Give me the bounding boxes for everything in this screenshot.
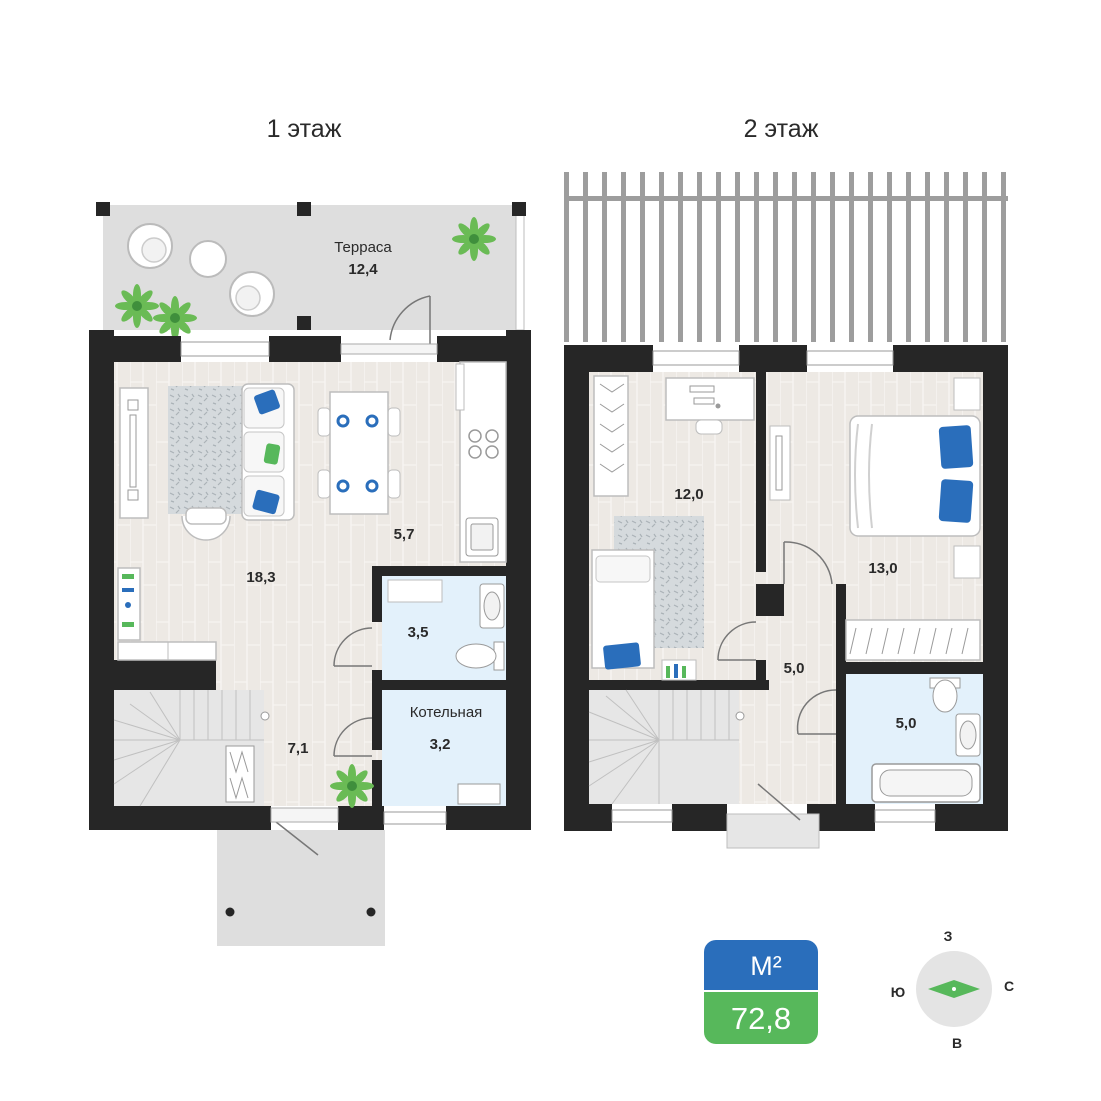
door-swing-icon — [757, 783, 801, 821]
floor-1-walls — [89, 330, 531, 830]
sink-icon — [465, 517, 499, 557]
terrace-table-icon — [189, 240, 227, 278]
bathroom-1-area: 3,5 — [408, 624, 429, 641]
bathtub-icon — [871, 763, 981, 803]
floor-2-plan — [564, 172, 1008, 849]
toilet-icon — [455, 641, 505, 671]
bedroom-1-area: 12,0 — [674, 486, 703, 503]
roof-rail — [564, 172, 1008, 342]
door-swing-icon — [389, 295, 431, 345]
bedroom-2-area: 13,0 — [868, 560, 897, 577]
boiler-room-label: Котельная — [410, 704, 483, 721]
compass-west: Ю — [891, 984, 905, 1000]
total-area-badge: М² 72,8 — [704, 940, 818, 1044]
living-room-area: 18,3 — [246, 569, 275, 586]
kitchen-counter — [455, 361, 507, 563]
compass-east: С — [1004, 978, 1014, 994]
dining-table-icon — [317, 391, 401, 515]
desk-icon — [665, 377, 755, 435]
boiler-room-area: 3,2 — [430, 736, 451, 753]
wardrobe-icon — [845, 619, 981, 661]
terrace-chair-icon — [229, 271, 275, 317]
boiler-icon — [457, 783, 501, 805]
bed-icon — [591, 549, 655, 670]
door-swing-icon — [333, 717, 373, 757]
floor-2-title: 2 этаж — [744, 115, 819, 143]
floor-2-walls — [564, 345, 1008, 831]
terrace-chair-icon — [127, 223, 173, 269]
bed-icon — [849, 415, 981, 537]
door-swing-icon — [333, 627, 373, 667]
terrace-area: 12,4 — [348, 261, 378, 278]
floor-1-title: 1 этаж — [267, 115, 342, 143]
bathroom-2-area: 5,0 — [896, 715, 917, 732]
hall-2-area: 5,0 — [784, 660, 805, 677]
wardrobe-icon — [593, 375, 629, 497]
stove-icon — [468, 429, 499, 459]
compass: З С В Ю — [891, 928, 1014, 1051]
shelf-icon — [661, 659, 697, 681]
staircase-icon — [588, 689, 745, 805]
toilet-icon — [929, 677, 961, 713]
sink-icon — [955, 713, 981, 757]
compass-south: В — [952, 1035, 962, 1051]
kitchen-area: 5,7 — [394, 526, 415, 543]
armchair-icon — [181, 507, 231, 541]
sofa-icon — [241, 383, 295, 521]
total-area-value: 72,8 — [731, 1001, 791, 1036]
terrace-label: Терраса — [334, 239, 392, 256]
total-area-unit: М² — [750, 951, 781, 981]
floor-1-plan — [89, 202, 531, 946]
compass-north: З — [944, 928, 953, 944]
door-swing-icon — [783, 541, 833, 585]
sink-icon — [479, 583, 505, 629]
porch-floor — [217, 830, 385, 946]
door-swing-icon — [796, 689, 837, 735]
door-swing-icon — [270, 817, 319, 856]
hall-1-area: 7,1 — [288, 740, 309, 757]
door-swing-icon — [717, 621, 757, 661]
living-rug — [168, 386, 248, 514]
